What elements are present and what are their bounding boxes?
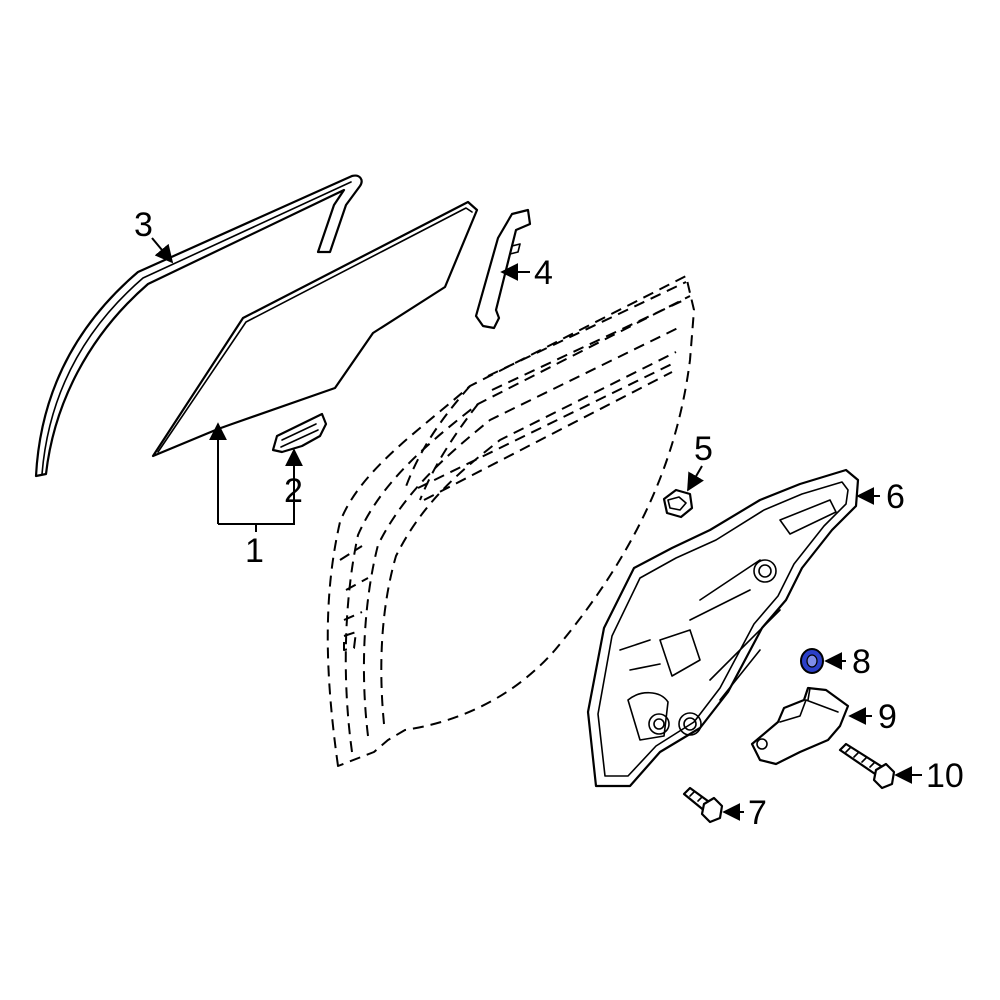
- callout-10: 10: [926, 757, 964, 795]
- callout-8: 8: [852, 643, 871, 681]
- part-10-bolt[interactable]: [838, 742, 896, 790]
- callout-labels: 3 1 2 4 5 6 8 9 10 7: [134, 206, 964, 832]
- callout-7: 7: [748, 794, 767, 832]
- part-9-regulator-motor[interactable]: [750, 686, 850, 766]
- callout-5: 5: [694, 430, 713, 468]
- callout-4: 4: [534, 254, 553, 292]
- part-2-glass-bracket[interactable]: [271, 412, 328, 454]
- callout-2: 2: [284, 472, 303, 510]
- callout-6: 6: [886, 478, 905, 516]
- leader-3: [151, 237, 174, 264]
- leader-5: [687, 465, 704, 492]
- part-5-nut[interactable]: [662, 488, 694, 519]
- callout-3: 3: [134, 206, 153, 244]
- leader-1-bracket: [218, 448, 303, 525]
- part-7-bolt[interactable]: [682, 786, 724, 824]
- part-4-rear-channel[interactable]: [474, 208, 532, 330]
- door-shell-outline: [326, 275, 695, 767]
- leader-lines: [151, 237, 922, 821]
- callout-1: 1: [245, 532, 264, 570]
- part-3-glass-run-channel[interactable]: [34, 174, 363, 478]
- callout-9: 9: [878, 698, 897, 736]
- part-8-grommet[interactable]: [800, 648, 824, 674]
